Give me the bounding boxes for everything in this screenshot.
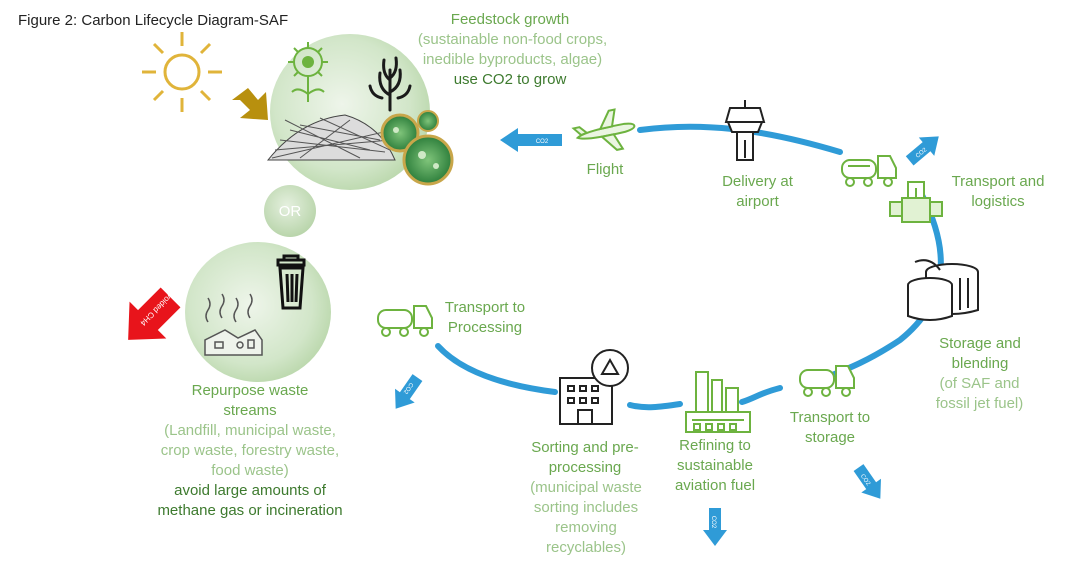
- co2-arrow-refining: CO2: [703, 508, 727, 546]
- feedstock-heading: Feedstock growth: [450, 11, 570, 28]
- stage-delivery: Delivery at airport: [722, 173, 793, 210]
- tanker-truck-storage-icon: [799, 365, 855, 397]
- stage-storage-detail: (of SAF and fossil jet fuel): [935, 375, 1024, 412]
- control-tower-icon: [724, 100, 766, 161]
- cycle-arc-right: [817, 192, 944, 383]
- waste-bubble: [185, 242, 331, 382]
- co2-arrow-transport: CO2: [905, 136, 939, 166]
- airplane-icon: [571, 108, 636, 151]
- or-circle: [264, 185, 316, 237]
- tanker-truck-icon: [841, 155, 897, 187]
- figure-title: Figure 2: Carbon Lifecycle Diagram-SAF: [18, 12, 289, 29]
- pipeline-icon: [889, 181, 943, 223]
- stage-transport-processing: Transport to Processing: [444, 299, 526, 336]
- stage-transport-logistics: Transport and logistics: [951, 173, 1045, 210]
- seaweed-icon: [368, 56, 412, 112]
- waste-heading: Repurpose waste streams: [191, 382, 309, 419]
- cycle-arc-bottom: [627, 401, 683, 411]
- stage-sorting: Sorting and pre-processing: [531, 439, 639, 476]
- co2-label: CO2: [536, 139, 549, 145]
- stage-refining: Refining to sustainable aviation fuel: [674, 437, 756, 494]
- cycle-arc-bottom-right: [739, 385, 783, 405]
- co2-arrow-processing: CO2: [395, 374, 423, 409]
- stage-flight: Flight: [586, 161, 624, 178]
- stage-storage: Storage and blending: [939, 335, 1021, 372]
- sunlight-arrow: [232, 88, 268, 120]
- landfill-icon: [204, 293, 263, 356]
- algae-icon: [380, 110, 454, 186]
- stage-transport-storage: Transport to storage: [789, 409, 871, 446]
- trash-can-icon: [276, 254, 306, 310]
- avoided-methane-arrow: Avoided CH4: [128, 287, 181, 340]
- sun-icon: [142, 32, 222, 112]
- storage-tanks-icon: [907, 259, 979, 321]
- waste-detail: (Landfill, municipal waste, crop waste, …: [160, 422, 340, 479]
- feedstock-bubble: [266, 34, 454, 190]
- recycling-building-icon: [559, 349, 629, 425]
- feedstock-action: use CO2 to grow: [453, 71, 567, 88]
- stage-sorting-detail: (municipal waste sorting includes removi…: [530, 479, 642, 556]
- cycle-arc-bottom-left: [435, 343, 558, 395]
- feedstock-detail: (sustainable non-food crops, inedible by…: [417, 31, 608, 68]
- sunflower-icon: [288, 42, 328, 102]
- co2-arrow-storage: CO2: [853, 464, 881, 499]
- co2-arrow-flight: CO2: [500, 128, 562, 152]
- co2-label: CO2: [710, 516, 716, 529]
- or-label: OR: [278, 203, 302, 220]
- waste-action: avoid large amounts of methane gas or in…: [157, 482, 343, 519]
- refinery-icon: [685, 371, 751, 433]
- tanker-truck-processing-icon: [377, 305, 433, 337]
